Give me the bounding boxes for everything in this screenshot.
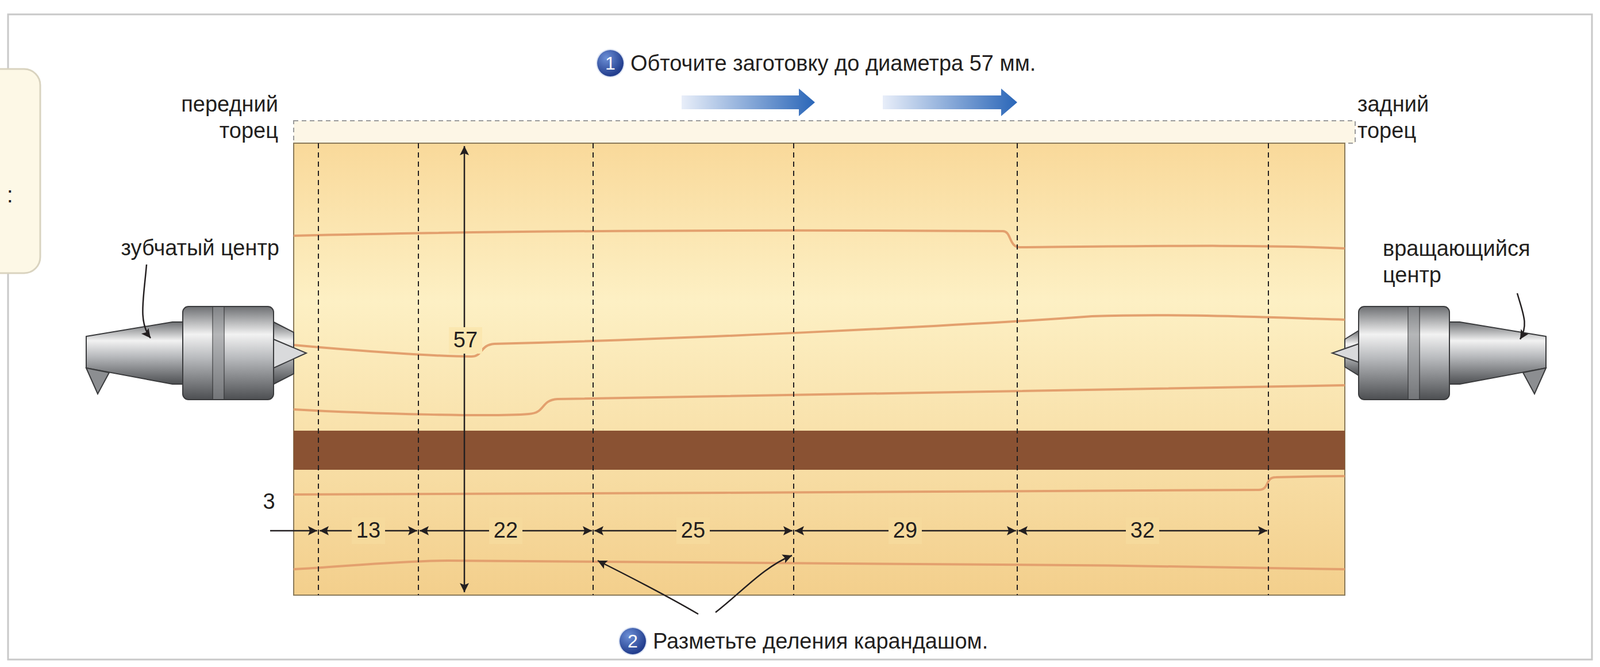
dimension: 22 xyxy=(489,517,523,544)
callout-step: 1Обточите заготовку до диаметра 57 мм. xyxy=(597,50,1036,77)
end-label: задний торец xyxy=(1357,91,1431,144)
instruction-text: Обточите заготовку до диаметра 57 мм. xyxy=(630,51,1036,76)
callout-step: 2Разметьте деления карандашом. xyxy=(619,627,988,655)
dimension: 57 xyxy=(448,327,483,354)
callout-number: 2 xyxy=(619,627,646,655)
dimension: 25 xyxy=(676,517,710,544)
dimension: 29 xyxy=(888,517,922,544)
part-label: вращающийся центр xyxy=(1382,235,1532,288)
callout-number: 1 xyxy=(597,50,624,77)
dimension: 3 xyxy=(262,488,275,515)
dimension: 32 xyxy=(1125,517,1160,544)
part-label: зубчатый центр xyxy=(120,235,280,262)
dimension: 13 xyxy=(351,517,386,544)
instruction-text: Разметьте деления карандашом. xyxy=(652,628,988,654)
end-label: передний торец xyxy=(179,91,279,144)
panel-mark: : xyxy=(6,182,14,209)
